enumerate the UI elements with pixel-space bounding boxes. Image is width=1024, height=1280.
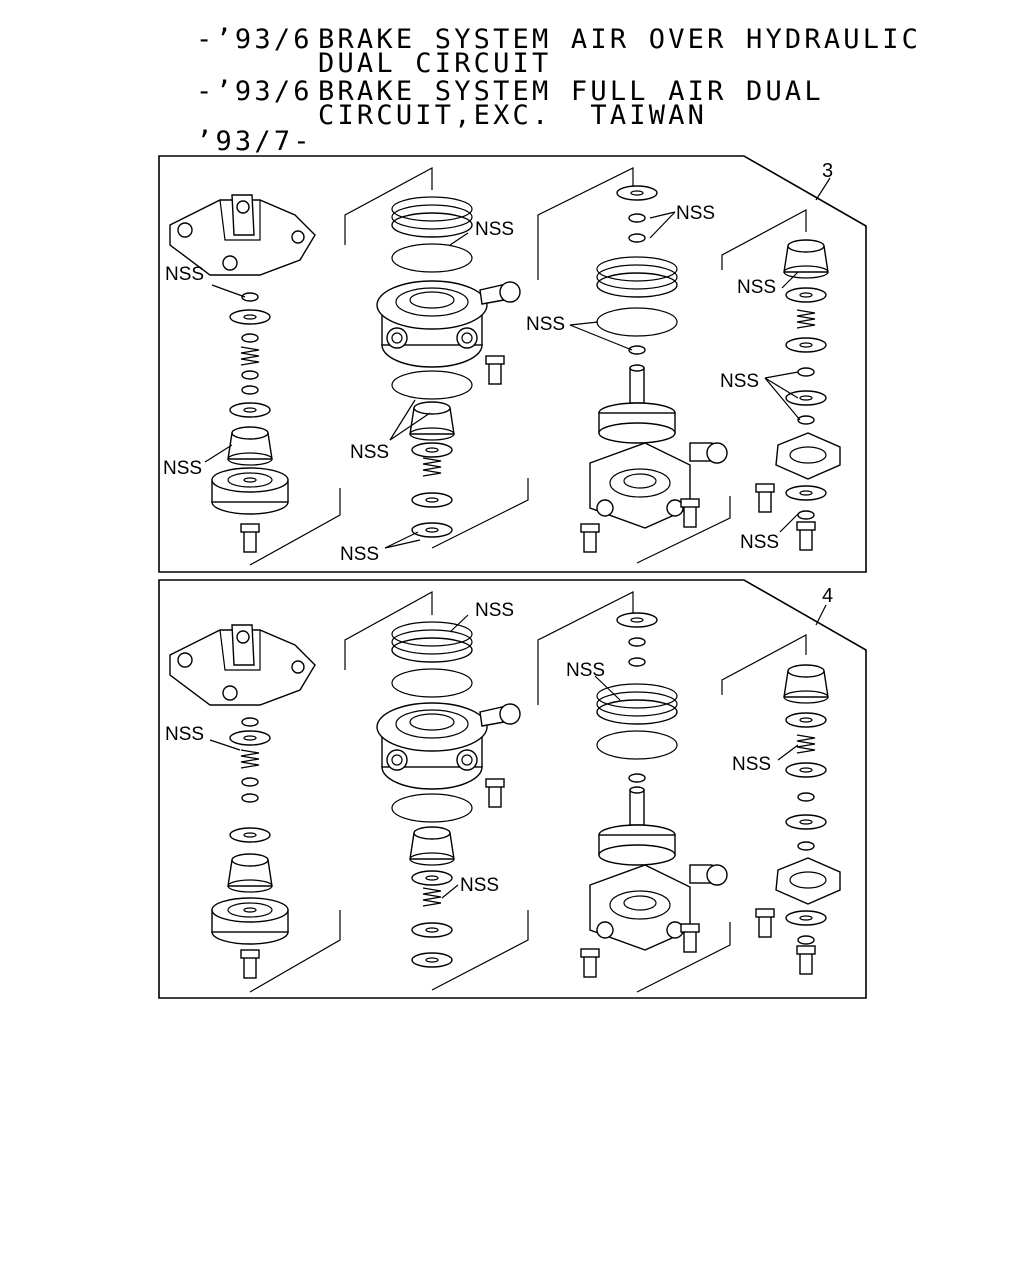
nss-label: NSS (676, 203, 715, 224)
header-line-3-text: BRAKE SYSTEM FULL AIR DUAL (318, 76, 824, 107)
nss-label: NSS (340, 544, 379, 565)
header-line-3-prefix: -’93/6 (196, 76, 313, 107)
header-line-2-text: DUAL CIRCUIT (318, 48, 552, 79)
mounting-bracket (169, 194, 316, 276)
nss-label: NSS (165, 724, 204, 745)
panel-4-number: 4 (822, 585, 833, 607)
nss-label: NSS (732, 754, 771, 775)
panel-3-frame (158, 155, 867, 573)
nss-label: NSS (163, 458, 202, 479)
nss-label: NSS (350, 442, 389, 463)
valve-body (376, 280, 521, 368)
nss-label: NSS (475, 600, 514, 621)
panel-3-number: 3 (822, 160, 833, 182)
header-line-4-text: CIRCUIT,EXC. TAIWAN (318, 100, 708, 131)
panel-3-parts (169, 166, 841, 566)
header-line-1-text: BRAKE SYSTEM AIR OVER HYDRAULIC (318, 24, 922, 55)
nss-label: NSS (740, 532, 779, 553)
header-line-5-text: ’93/7- (196, 126, 313, 157)
nss-label: NSS (566, 660, 605, 681)
nss-label: NSS (165, 264, 204, 285)
nss-label: NSS (737, 277, 776, 298)
header-line-1-prefix: -’93/6 (196, 24, 313, 55)
panel-4-parts (169, 590, 841, 993)
nss-label: NSS (526, 314, 565, 335)
lower-body (589, 442, 728, 529)
panel-4-frame (158, 579, 867, 999)
nss-label: NSS (475, 219, 514, 240)
nss-label: NSS (720, 371, 759, 392)
nss-label: NSS (460, 875, 499, 896)
